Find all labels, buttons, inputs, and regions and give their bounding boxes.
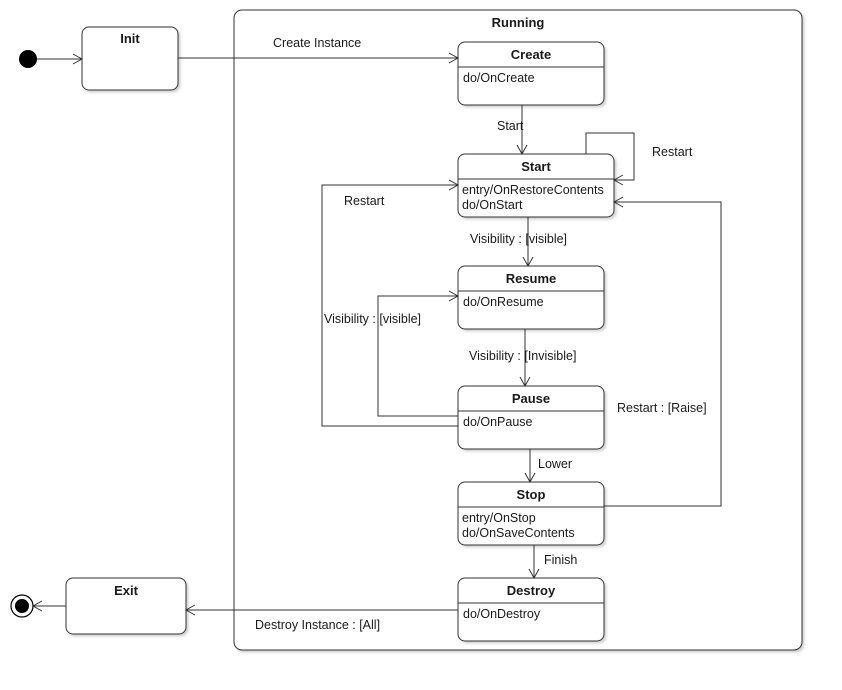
state-exit[interactable]: Exit — [65, 577, 187, 635]
state-init[interactable]: Init — [81, 26, 179, 91]
state-title: Resume — [506, 271, 557, 286]
label-visibility-invisible: Visibility : [Invisible] — [469, 349, 576, 363]
label-visibility-back: Visibility : [visible] — [324, 312, 421, 326]
state-action: do/OnPause — [463, 415, 533, 429]
state-title: Pause — [512, 391, 550, 406]
transition-restart-raise[interactable] — [604, 196, 722, 507]
transition-lower[interactable] — [524, 449, 536, 484]
state-resume[interactable]: Resume do/OnResume — [457, 265, 605, 330]
label-restart-pause: Restart — [344, 194, 385, 208]
transition-destroy-instance[interactable] — [184, 604, 458, 616]
transition-restart-pause[interactable] — [321, 179, 460, 427]
transition-finish[interactable] — [528, 545, 540, 580]
state-action: do/OnCreate — [463, 71, 535, 85]
state-stop[interactable]: Stop entry/OnStop do/OnSaveContents — [457, 481, 605, 546]
transition-visibility-back[interactable] — [377, 290, 460, 417]
state-create[interactable]: Create do/OnCreate — [457, 41, 605, 106]
transition-initial-init[interactable] — [37, 53, 84, 65]
state-action: do/OnResume — [463, 295, 544, 309]
label-destroy-instance: Destroy Instance : [All] — [255, 618, 380, 632]
label-lower: Lower — [538, 457, 572, 471]
label-restart-self: Restart — [652, 145, 693, 159]
label-create-instance: Create Instance — [273, 36, 361, 50]
transition-visibility-invisible[interactable] — [519, 329, 531, 388]
state-action: do/OnStart — [462, 198, 523, 212]
transition-restart-self[interactable] — [585, 132, 635, 186]
state-title: Stop — [517, 487, 546, 502]
label-finish: Finish — [544, 553, 577, 567]
transition-exit-final[interactable] — [31, 600, 66, 612]
state-action: do/OnDestroy — [463, 607, 541, 621]
transition-start[interactable] — [516, 105, 528, 156]
label-start: Start — [497, 119, 524, 133]
state-action: entry/OnStop — [462, 511, 536, 525]
state-destroy[interactable]: Destroy do/OnDestroy — [457, 577, 605, 642]
state-pause[interactable]: Pause do/OnPause — [457, 385, 605, 450]
transition-visibility-visible[interactable] — [522, 217, 534, 268]
composite-state-running[interactable]: Running — [233, 9, 803, 651]
state-action: entry/OnRestoreContents — [462, 183, 604, 197]
transition-create-instance[interactable] — [178, 52, 460, 64]
state-title: Create — [511, 47, 551, 62]
state-title: Start — [521, 159, 551, 174]
state-title: Exit — [114, 583, 139, 598]
state-action: do/OnSaveContents — [462, 526, 575, 540]
state-start[interactable]: Start entry/OnRestoreContents do/OnStart — [457, 153, 615, 218]
state-title: Destroy — [507, 583, 556, 598]
composite-title: Running — [492, 15, 545, 30]
label-visibility-visible: Visibility : [visible] — [470, 232, 567, 246]
state-title: Init — [120, 31, 140, 46]
label-restart-raise: Restart : [Raise] — [617, 401, 707, 415]
final-node[interactable] — [10, 594, 34, 618]
initial-node[interactable] — [19, 50, 37, 68]
